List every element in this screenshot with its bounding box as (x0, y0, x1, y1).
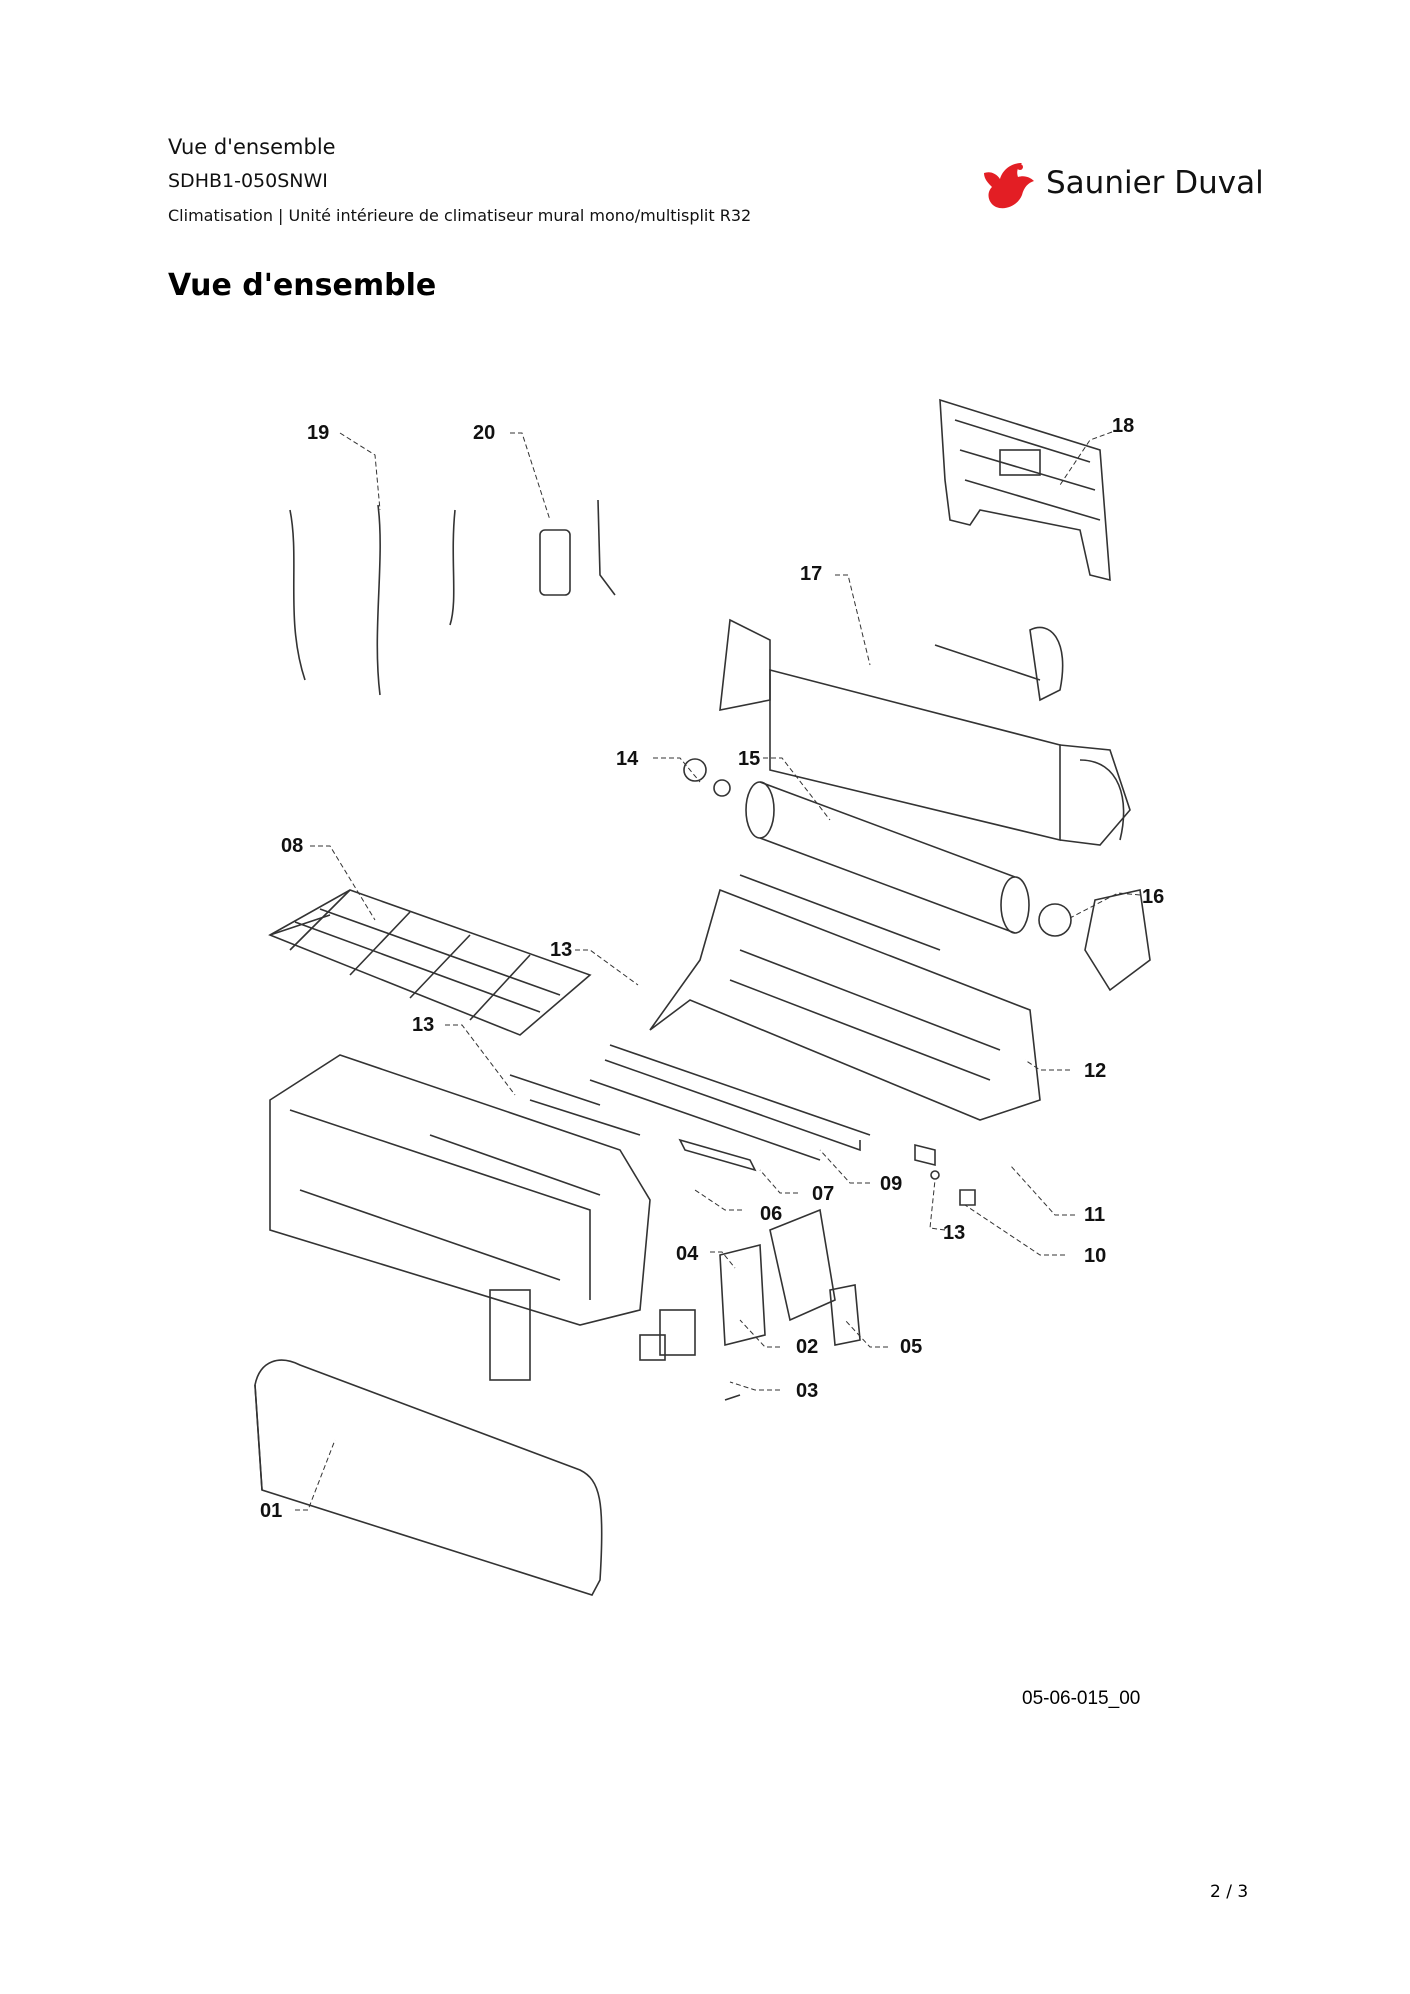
callout-04: 04 (676, 1243, 699, 1265)
callout-20: 20 (473, 422, 495, 444)
page-number: 2 / 3 (1210, 1882, 1249, 1902)
header-model: SDHB1-050SNWI (168, 170, 328, 192)
callout-01: 01 (260, 1500, 282, 1522)
callout-07: 07 (812, 1183, 834, 1205)
callout-18: 18 (1112, 415, 1134, 437)
air-filter-drawing (268, 889, 592, 1036)
callout-15: 15 (738, 748, 760, 770)
brand-logo: Saunier Duval (980, 157, 1264, 213)
header-category: Climatisation | Unité intérieure de clim… (168, 206, 752, 225)
control-box-drawing (639, 1208, 861, 1401)
callout-14: 14 (616, 748, 639, 770)
callout-16: 16 (1142, 886, 1164, 908)
callout-08: 08 (281, 835, 303, 857)
callout-19: 19 (307, 422, 329, 444)
remote-control-drawing (539, 499, 616, 596)
drawing-reference: 05-06-015_00 (1022, 1688, 1141, 1709)
callout-09: 09 (880, 1173, 902, 1195)
callout-06: 06 (760, 1203, 782, 1225)
callout-10: 10 (1084, 1245, 1106, 1267)
evaporator-drawing (719, 618, 1131, 846)
callout-13-upper: 13 (550, 939, 572, 961)
louver-motor-drawing (509, 1074, 757, 1172)
cross-flow-fan-drawing (745, 781, 1030, 934)
mounting-plate-drawing (939, 398, 1111, 582)
callout-13-lower: 13 (943, 1222, 965, 1244)
bird-logo-icon (984, 163, 1034, 209)
page-title: Vue d'ensemble (168, 268, 437, 303)
cables-drawing (289, 504, 456, 696)
callout-03: 03 (796, 1380, 818, 1402)
header-section: Vue d'ensemble (168, 135, 336, 159)
brand-name: Saunier Duval (1046, 165, 1264, 201)
callout-11: 11 (1084, 1204, 1105, 1226)
fan-motor-drawing (1038, 889, 1151, 992)
louver-drawing (589, 1044, 871, 1161)
callout-05: 05 (900, 1336, 922, 1358)
chassis-drawing (649, 874, 1041, 1121)
bearing-drawing (683, 758, 731, 797)
callout-13-left: 13 (412, 1014, 434, 1036)
small-parts-drawing (914, 1143, 976, 1206)
front-panel-drawing (254, 1359, 603, 1596)
callout-02: 02 (796, 1336, 818, 1358)
callout-17: 17 (800, 563, 822, 585)
callout-12: 12 (1084, 1060, 1106, 1082)
front-frame-drawing (269, 1054, 651, 1381)
